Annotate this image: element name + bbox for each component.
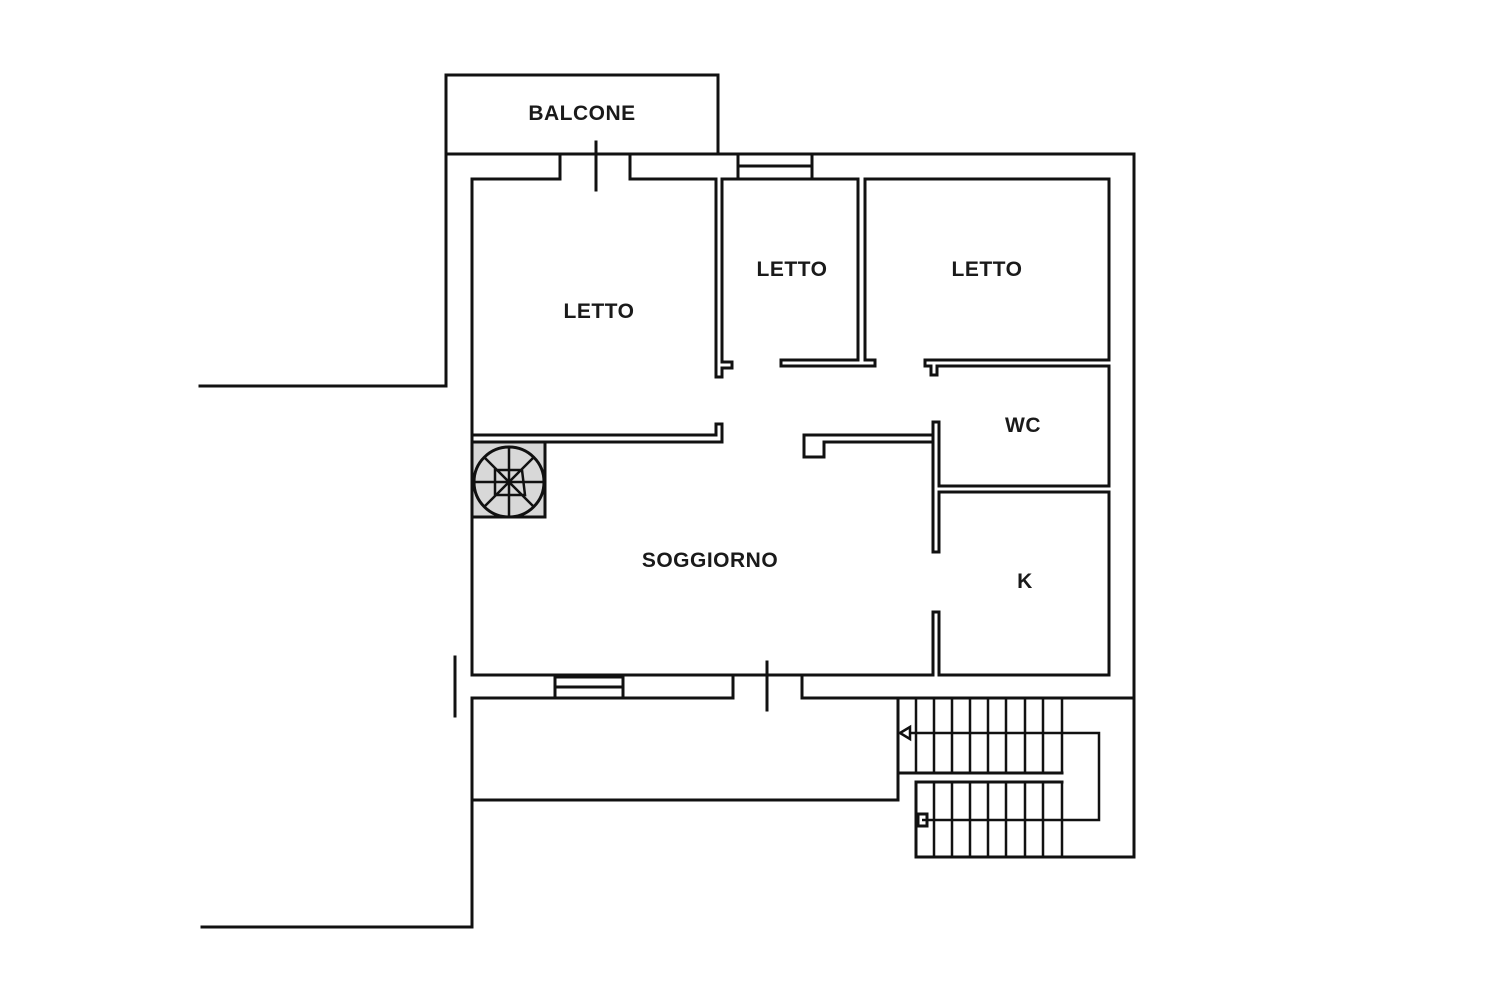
window-top bbox=[736, 152, 814, 181]
stair-start-marker bbox=[916, 812, 929, 828]
corridor-wall bbox=[802, 433, 935, 459]
bathroom-walls bbox=[931, 364, 1111, 677]
stair-direction-arrow bbox=[910, 731, 1101, 822]
room-label-bathroom: WC bbox=[1005, 414, 1041, 437]
room-label-kitchen: K bbox=[1017, 570, 1033, 593]
bedroom-1-walls bbox=[470, 177, 734, 677]
terrace-outline bbox=[200, 696, 900, 929]
exterior-wall-top-left bbox=[198, 152, 740, 388]
staircase bbox=[896, 696, 1101, 859]
window-bottom bbox=[553, 675, 625, 700]
room-label-bedroom-3: LETTO bbox=[951, 258, 1023, 281]
arrow-head-icon bbox=[897, 724, 912, 742]
inner-wall-top bbox=[470, 152, 1111, 181]
room-label-balcony: BALCONE bbox=[528, 102, 636, 125]
exterior-wall-bottom bbox=[470, 675, 1136, 700]
bedroom-2-walls bbox=[779, 177, 877, 368]
bedroom-3-walls bbox=[923, 177, 1111, 377]
room-label-bedroom-2: LETTO bbox=[756, 258, 828, 281]
room-label-living-room: SOGGIORNO bbox=[641, 549, 779, 572]
room-label-bedroom-1: LETTO bbox=[563, 300, 635, 323]
balcony-outline bbox=[444, 73, 720, 156]
spiral-staircase bbox=[470, 440, 547, 519]
